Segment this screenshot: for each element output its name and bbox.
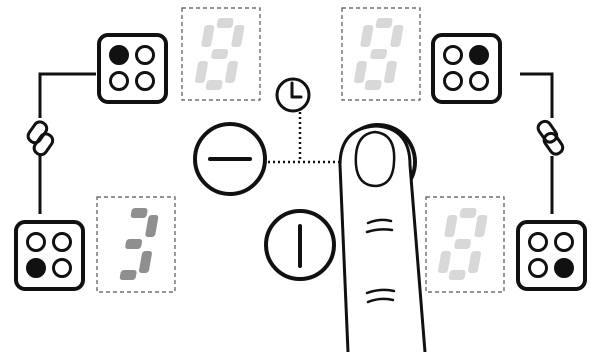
timer-button[interactable] [275, 77, 311, 113]
digit-glyph [354, 18, 404, 90]
segment-c [139, 251, 152, 273]
burner-dot-active [26, 258, 46, 278]
burner-dot [469, 71, 489, 91]
segment-a [216, 18, 234, 28]
power-button[interactable] [264, 209, 336, 281]
burner-dot [443, 71, 463, 91]
segment-e [354, 61, 367, 83]
finger-icon [338, 124, 427, 352]
power-button-ring [264, 209, 336, 281]
link-icon-right [536, 119, 565, 156]
clock-hands [290, 81, 303, 99]
segment-b [474, 215, 488, 237]
segment-a [459, 208, 477, 218]
display-box-top-left [181, 7, 261, 101]
segment-d [119, 270, 137, 280]
link-icon-left [26, 120, 55, 157]
digit-glyph [119, 208, 159, 280]
segment-b [390, 25, 404, 47]
burner-dot [52, 258, 72, 278]
burner-frame [516, 220, 587, 291]
segment-c [468, 251, 481, 273]
burner-dot [443, 45, 463, 65]
burner-dot [528, 232, 548, 252]
segment-g [211, 49, 229, 59]
seven-segment-top-right [354, 18, 404, 90]
seven-segment-bottom-left [119, 208, 159, 280]
segment-g [125, 239, 143, 249]
seven-segment-bottom-right [438, 208, 488, 280]
burner-selector-bottom-right[interactable] [516, 220, 587, 291]
segment-b [145, 215, 159, 237]
segment-c [384, 61, 397, 83]
segment-f [201, 25, 215, 47]
segment-d [364, 80, 382, 90]
digit-glyph [195, 18, 245, 90]
burner-dot [135, 71, 155, 91]
burner-dot [26, 232, 46, 252]
seven-segment-top-left [195, 18, 245, 90]
burner-dot [52, 232, 72, 252]
dotted-guide-lines [268, 112, 340, 164]
burner-selector-bottom-left[interactable] [14, 220, 85, 291]
burner-dot [135, 45, 155, 65]
segment-d [205, 80, 223, 90]
segment-a [375, 18, 393, 28]
segment-b [231, 25, 245, 47]
burner-selector-top-left[interactable] [97, 33, 168, 104]
digit-glyph [438, 208, 488, 280]
segment-e [195, 61, 208, 83]
burner-dot [109, 71, 129, 91]
segment-c [225, 61, 238, 83]
segment-e [438, 251, 451, 273]
display-box-top-right [341, 7, 421, 101]
segment-f [444, 215, 458, 237]
segment-g [454, 239, 472, 249]
clock-icon [275, 77, 311, 113]
burner-dot-active [109, 45, 129, 65]
display-box-bottom-left [96, 196, 176, 293]
burner-selector-top-right[interactable] [431, 33, 502, 104]
burner-dot-active [554, 258, 574, 278]
burner-frame [14, 220, 85, 291]
segment-f [360, 25, 374, 47]
burner-dot [528, 258, 548, 278]
segment-d [448, 270, 466, 280]
display-box-bottom-right [425, 196, 505, 293]
segment-a [130, 208, 148, 218]
minus-button-ring [193, 122, 267, 196]
burner-dot [554, 232, 574, 252]
segment-g [370, 49, 388, 59]
burner-dot-active [469, 45, 489, 65]
right-bridge-connector [520, 72, 565, 214]
burner-frame [97, 33, 168, 104]
burner-frame [431, 33, 502, 104]
left-bridge-connector [26, 72, 96, 214]
minus-button[interactable] [193, 122, 267, 196]
fingernail [354, 130, 396, 188]
